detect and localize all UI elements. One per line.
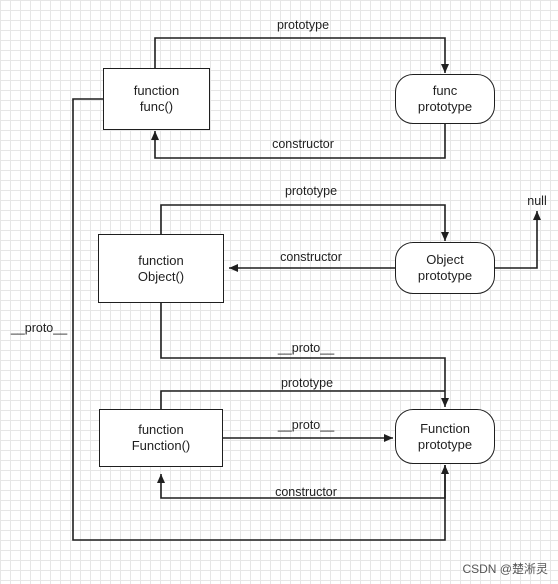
func-proto-link-label: __proto__ <box>10 321 68 335</box>
object-prototype-label: prototype <box>284 184 338 198</box>
object-prototype-node: Object prototype <box>395 242 495 294</box>
function-object-node: function Object() <box>98 234 224 303</box>
function-prototype-edge <box>160 390 445 409</box>
node-line: Function <box>420 420 470 436</box>
object-proto-null-edge <box>495 211 541 269</box>
function-constructor-label: constructor <box>275 485 337 499</box>
function-prototype-node: Function prototype <box>395 409 495 464</box>
node-line: func() <box>139 99 174 114</box>
node-line: func <box>432 83 458 98</box>
object-constructor-label: constructor <box>280 250 342 264</box>
func-proto-link-edge <box>72 98 449 541</box>
object-fn-proto-edge <box>160 303 449 407</box>
func-prototype-label: prototype <box>276 18 330 32</box>
function-function-node: function Function() <box>99 409 223 467</box>
node-line: prototype <box>417 436 473 452</box>
node-line: prototype <box>417 99 473 114</box>
object-prototype-edge <box>160 204 449 241</box>
func-constructor-edge <box>151 124 446 159</box>
watermark: CSDN @楚淅灵 <box>462 562 548 576</box>
node-line: function <box>133 83 180 98</box>
null-label: null <box>527 194 547 208</box>
func-prototype-edge <box>154 37 449 73</box>
function-proto-link-label: __proto__ <box>277 418 335 432</box>
func-constructor-label: constructor <box>272 137 334 151</box>
node-line: Object() <box>137 268 185 284</box>
function-func-node: function func() <box>103 68 210 130</box>
func-prototype-node: func prototype <box>395 74 495 124</box>
node-line: Function() <box>131 438 191 453</box>
node-line: function <box>138 252 184 268</box>
object-proto-link-label: __proto__ <box>277 341 335 355</box>
node-line: Object <box>426 252 464 267</box>
node-line: function <box>138 422 184 437</box>
function-prototype-label: prototype <box>280 376 334 390</box>
node-line: prototype <box>417 268 473 283</box>
